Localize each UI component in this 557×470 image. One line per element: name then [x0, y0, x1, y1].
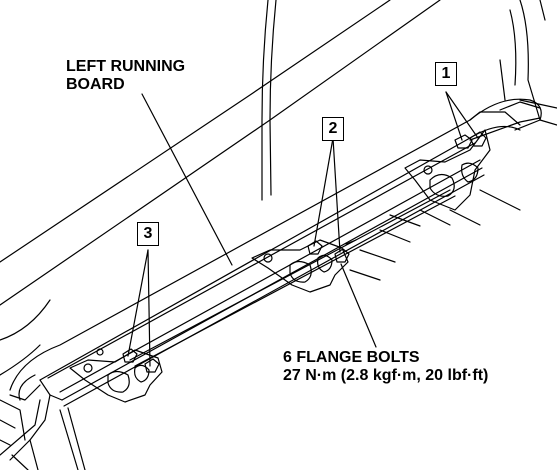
- part-title-line2: BOARD: [66, 76, 125, 93]
- callout-3: 3: [137, 222, 159, 246]
- bracket-1: [404, 129, 521, 226]
- torque-spec-line2: 27 N·m (2.8 kgf·m, 20 lbf·ft): [283, 367, 489, 384]
- lower-rail: [129, 189, 456, 367]
- vehicle-body-lines: [0, 0, 557, 376]
- callout-1: 1: [435, 62, 457, 86]
- bracket-2: [251, 214, 421, 293]
- bracket-3: [69, 348, 163, 403]
- torque-spec: 6 FLANGE BOLTS 27 N·m (2.8 kgf·m, 20 lbf…: [283, 349, 488, 385]
- callout-2: 2: [322, 117, 344, 141]
- leader-lines: [127, 91, 479, 367]
- torque-spec-line1: 6 FLANGE BOLTS: [283, 349, 420, 366]
- part-title: LEFT RUNNING BOARD: [66, 58, 185, 94]
- part-title-line1: LEFT RUNNING: [66, 58, 186, 75]
